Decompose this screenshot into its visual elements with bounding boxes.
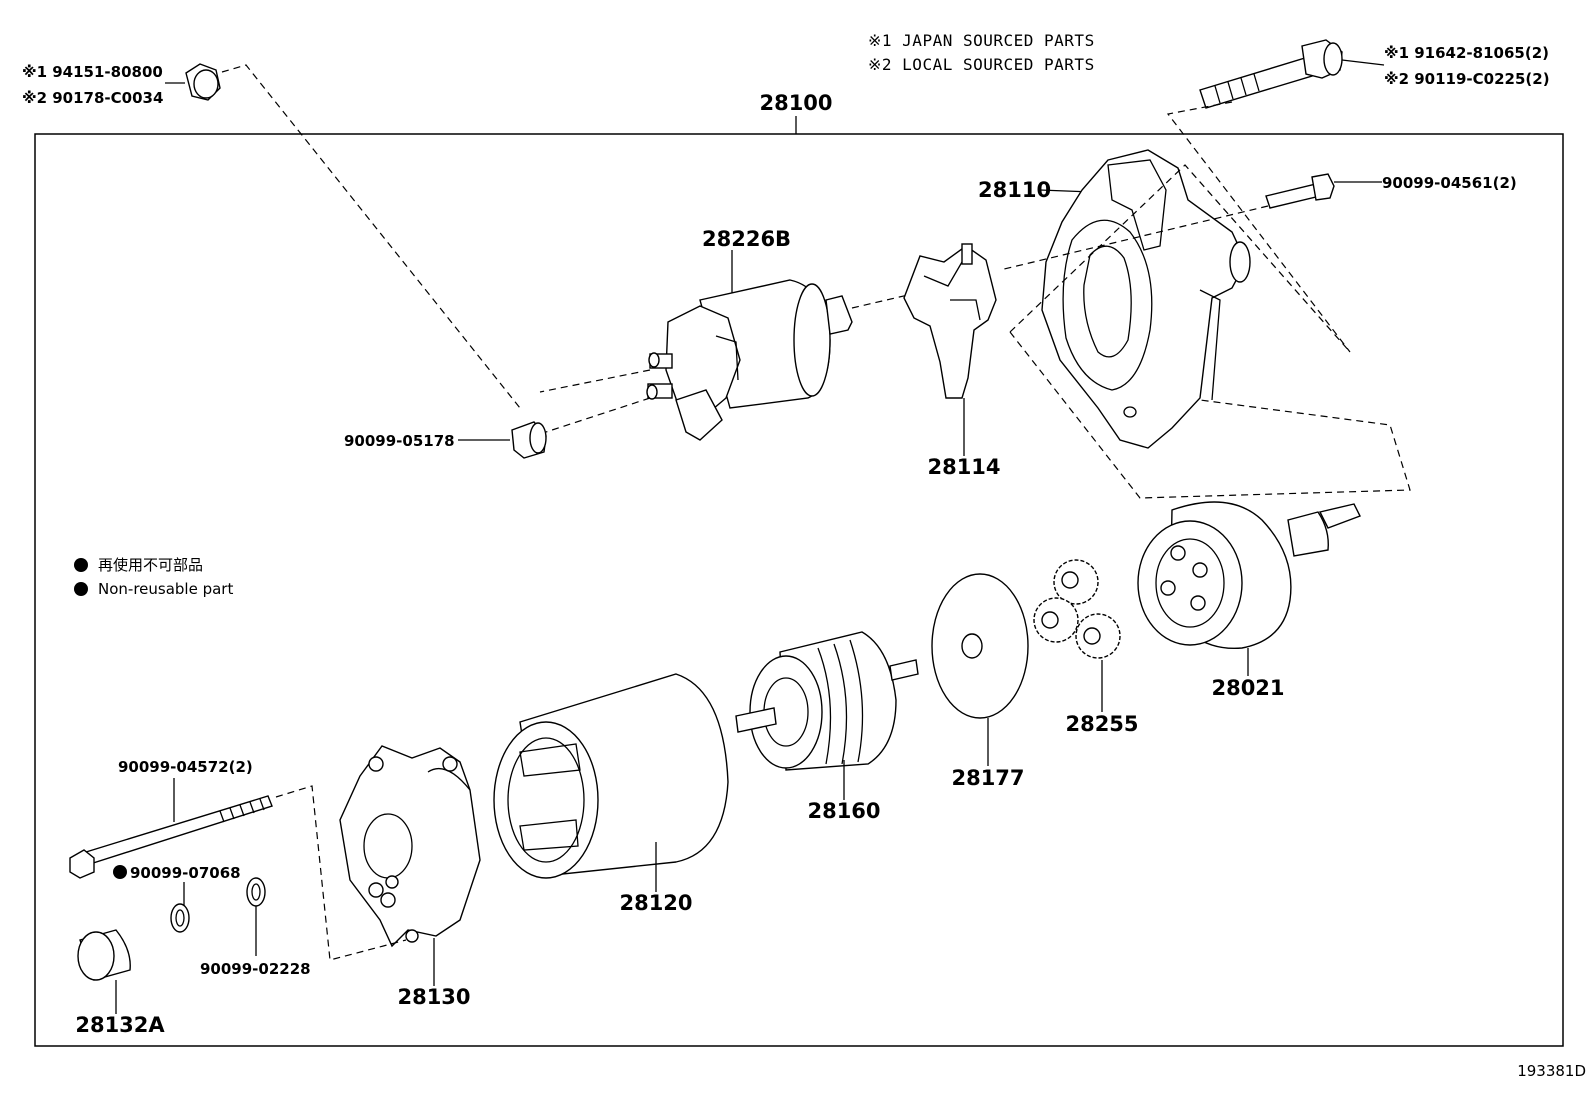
plate-part — [931, 573, 1029, 719]
label-end-frame: 28130 — [397, 985, 470, 1009]
end-frame-dash — [275, 785, 407, 961]
label-oring: 90099-07068 — [130, 864, 241, 882]
label-nut-japan: ※1 94151-80800 — [22, 63, 163, 81]
label-washer: 90099-02228 — [200, 960, 311, 978]
label-gears: 28255 — [1065, 712, 1138, 736]
legend-text-jp: 再使用不可部品 — [98, 556, 203, 574]
assembly-border — [34, 133, 1564, 1047]
legend-bullet-jp — [74, 558, 88, 572]
end-frame-part — [339, 745, 481, 948]
long-bolt-leader — [1341, 59, 1385, 66]
clutch-part — [1137, 501, 1361, 650]
label-housing: 28110 — [978, 178, 1051, 202]
lever-part — [903, 243, 997, 399]
housing-dash-bottom — [1009, 331, 1411, 499]
oring-part — [170, 903, 190, 933]
label-boot: 90099-05178 — [344, 432, 455, 450]
label-lever: 28114 — [927, 455, 1000, 479]
label-small-screw: 90099-04561(2) — [1382, 174, 1517, 192]
label-plate: 28177 — [951, 766, 1024, 790]
note-local-sourced: ※2 LOCAL SOURCED PARTS — [868, 55, 1095, 74]
bolt-dash-line — [1166, 101, 1351, 353]
figure-id: 193381D — [1517, 1062, 1586, 1080]
assembly-number: 28100 — [759, 91, 832, 115]
solenoid-part — [646, 279, 853, 441]
small-screw-dash — [999, 205, 1269, 271]
note-japan-sourced: ※1 JAPAN SOURCED PARTS — [868, 31, 1095, 50]
nut-dash-line — [221, 64, 521, 409]
small-screw-part — [1265, 173, 1335, 209]
solenoid-terminal-dash — [539, 369, 651, 393]
solenoid-terminal-dash-2 — [545, 397, 651, 433]
armature-part — [735, 631, 919, 771]
legend-bullet-en — [74, 582, 88, 596]
label-bolt-local: ※2 90119-C0225(2) — [1384, 70, 1550, 88]
legend-text-en: Non-reusable part — [98, 580, 233, 598]
gears-part — [1033, 559, 1121, 659]
yoke-part — [493, 673, 729, 879]
nut-part — [185, 63, 221, 101]
label-through-bolt: 90099-04572(2) — [118, 758, 253, 776]
label-armature: 28160 — [807, 799, 880, 823]
housing-dash-top — [1009, 164, 1351, 353]
through-bolt-part — [69, 795, 273, 879]
cap-part — [77, 929, 131, 981]
boot-part — [511, 421, 547, 459]
solenoid-dash — [851, 294, 909, 309]
washer-part — [246, 877, 266, 907]
label-yoke: 28120 — [619, 891, 692, 915]
non-reusable-bullet — [113, 865, 127, 879]
label-cap: 28132A — [75, 1013, 165, 1037]
label-nut-local: ※2 90178-C0034 — [22, 89, 163, 107]
housing-part — [1041, 149, 1251, 449]
label-clutch: 28021 — [1211, 676, 1284, 700]
label-bolt-japan: ※1 91642-81065(2) — [1384, 44, 1549, 62]
long-bolt-part — [1199, 39, 1343, 109]
label-solenoid: 28226B — [702, 227, 791, 251]
